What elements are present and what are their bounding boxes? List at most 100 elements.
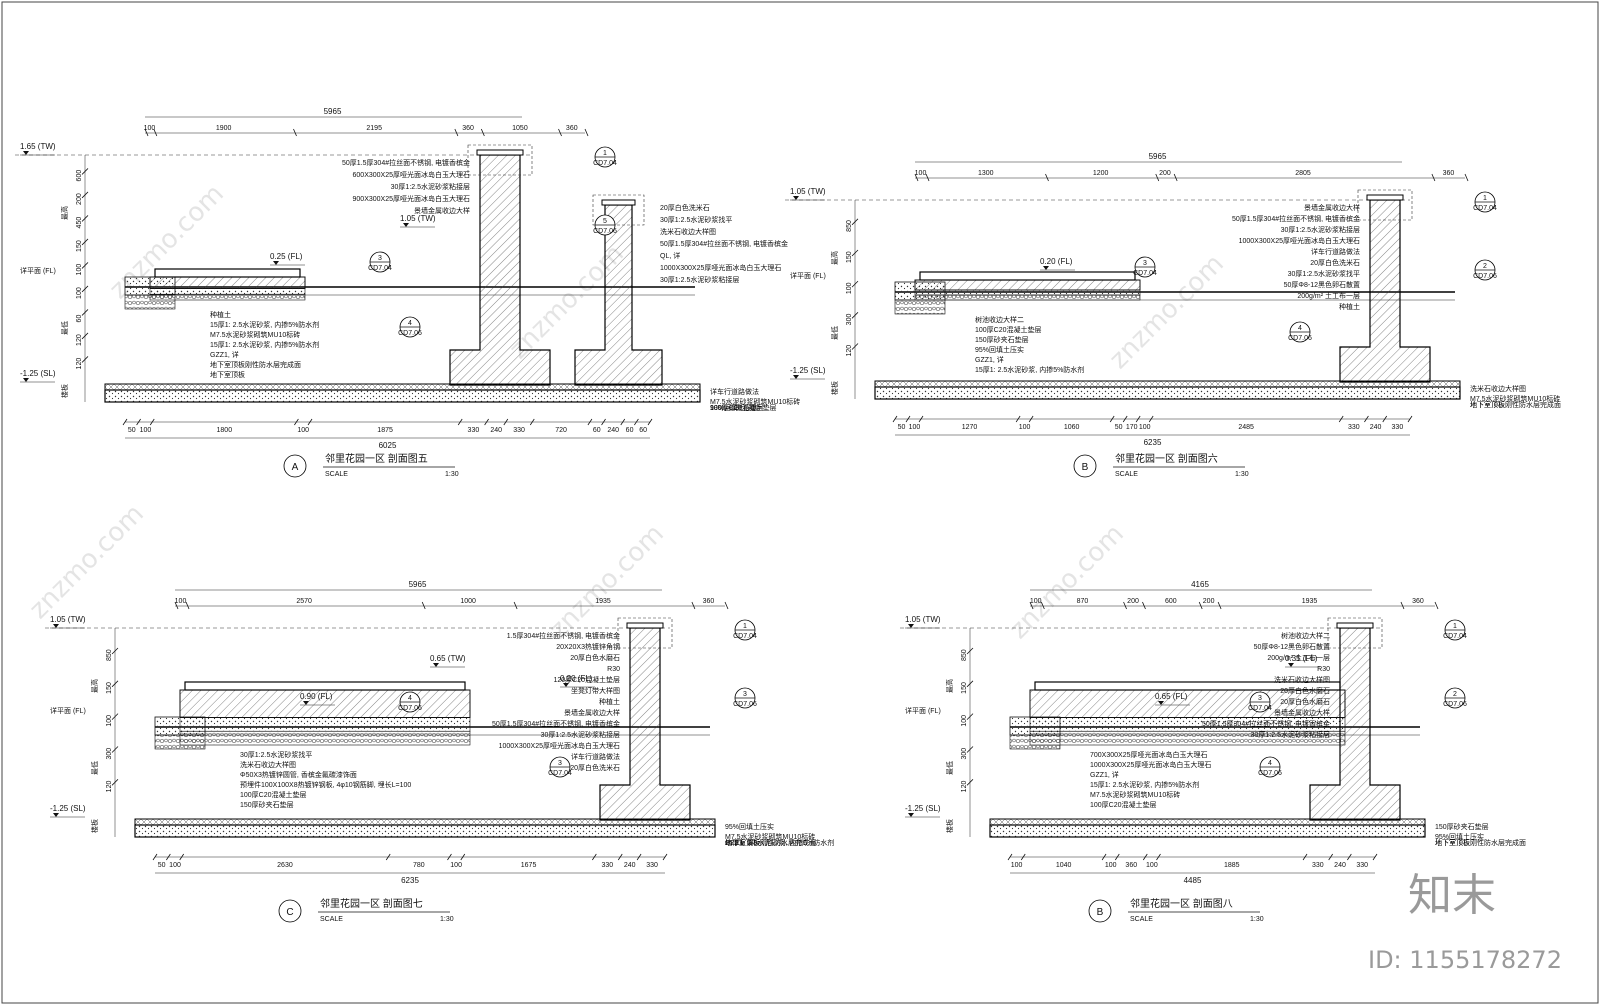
- annotation-note: 120厚C20混凝土垫层: [553, 675, 620, 684]
- section-letter: A: [292, 462, 299, 473]
- dim-tick: [620, 418, 626, 426]
- detail-tag-number: 4: [1268, 760, 1272, 767]
- annotation-note: Φ50X3热镀锌圆管, 香槟金氟碳漆饰面: [240, 770, 357, 779]
- dim-bottom-value: 240: [607, 427, 619, 434]
- annotation-note: 95%回填土压实: [1435, 832, 1484, 841]
- dim-tick: [1155, 173, 1160, 182]
- dim-tick: [81, 168, 89, 175]
- dim-tick: [558, 128, 562, 137]
- side-label: 楼板: [90, 819, 99, 833]
- annotation-note: 种植土: [210, 310, 231, 319]
- detail-tag-sheet: CD7.06: [1443, 701, 1467, 708]
- scale-label: SCALE: [1115, 471, 1138, 478]
- dim-tick: [1020, 853, 1026, 861]
- paving-sand-layer: [149, 288, 306, 295]
- detail-tag-number: 1: [1483, 195, 1487, 202]
- annotation-note: 900X300X25厚哑光面冰岛白玉大理石: [353, 194, 470, 203]
- dim-total-bottom: 6025: [379, 441, 397, 450]
- section-letter-circle: [278, 899, 302, 923]
- annotation-note: 15厚1: 2.5水泥砂浆, 内掺5%防水剂: [725, 838, 834, 847]
- dim-tick: [1198, 601, 1203, 610]
- detail-tag-sheet: CD7.04: [593, 160, 617, 167]
- dim-tick: [293, 128, 297, 137]
- annotation-note: 树池收边大样二: [975, 315, 1024, 324]
- dim-total-bottom: 4485: [1184, 876, 1202, 885]
- annotation-note: 地下室顶板: [1435, 838, 1470, 847]
- dim-bottom-value: 50: [1115, 424, 1123, 431]
- dim-tick: [81, 215, 89, 222]
- annotation-note: 20厚白色洗米石: [660, 203, 710, 212]
- dim-top-value: 360: [566, 125, 578, 132]
- dim-tick: [662, 853, 668, 861]
- side-dim-value: 300: [846, 314, 853, 326]
- dim-bottom-value: 100: [297, 427, 309, 434]
- annotation-note: 50厚1.5厚304#拉丝面不锈钢, 电镀香槟金: [1232, 214, 1360, 223]
- elevation-label: 0.65 (TW): [430, 654, 466, 663]
- annotation-note: 15厚1: 2.5水泥砂浆, 内掺5%防水剂: [210, 340, 319, 349]
- retaining-wall-cap: [476, 149, 524, 156]
- scale-label: SCALE: [320, 916, 343, 923]
- dim-bottom-value: 1800: [217, 427, 233, 434]
- dim-tick: [966, 746, 974, 753]
- dim-tick: [447, 853, 452, 861]
- annotation-note: 地下室顶板: [725, 838, 760, 847]
- dim-tick: [851, 249, 859, 257]
- dim-tick: [111, 713, 119, 720]
- dim-bottom-value: 360: [1125, 862, 1137, 869]
- annotation-note: 坐凳灯带大样图: [571, 686, 620, 695]
- detail-tag-number: 2: [1453, 691, 1457, 698]
- dim-top-value: 100: [915, 170, 927, 177]
- dim-top-value: 200: [1159, 170, 1171, 177]
- dim-bottom-value: 100: [1139, 424, 1151, 431]
- annotation-note: 地下室顶板: [1470, 400, 1505, 409]
- annotation-note: 100厚砂夹石垫层: [710, 403, 764, 412]
- paving-finish: [154, 268, 301, 278]
- side-label: 楼板: [60, 384, 69, 398]
- dim-tick: [691, 601, 696, 610]
- dim-total-bottom: 6235: [401, 876, 419, 885]
- scale-label: SCALE: [325, 471, 348, 478]
- dim-tick: [484, 418, 489, 426]
- dim-bottom-value: 60: [639, 427, 647, 434]
- detail-tag-number: 1: [1453, 623, 1457, 630]
- dim-bottom-value: 1060: [1064, 424, 1080, 431]
- paving-sand-layer: [914, 289, 1141, 296]
- dim-bottom-value: 2630: [277, 862, 293, 869]
- dim-top-value: 600: [1165, 598, 1177, 605]
- elevation-triangle: [1288, 663, 1294, 667]
- side-dim-value: 120: [846, 345, 853, 357]
- road-gravel: [894, 299, 946, 315]
- annotation-note: 95%回填土压实: [975, 345, 1024, 354]
- annotation-note: 15厚1: 2.5水泥砂浆, 内掺5%防水剂: [210, 320, 319, 329]
- side-dim-value: 200: [76, 193, 83, 205]
- annotation-note: M7.5水泥砂浆砌筑MU10标砖: [710, 397, 800, 406]
- annotation-note: 详车行道路做法: [1311, 247, 1360, 256]
- retaining-wall-cap: [1366, 194, 1404, 201]
- drawing-id: ID: 1155178272: [1368, 946, 1562, 974]
- side-dim-value: 120: [961, 781, 968, 793]
- detail-tag-sheet: CD7.04: [1473, 205, 1497, 212]
- elevation-triangle: [273, 261, 279, 265]
- watermark-text: znzmo.com: [1104, 249, 1230, 375]
- dim-tick: [1407, 415, 1413, 423]
- dim-tick: [851, 343, 859, 350]
- annotation-note: 地下室顶板: [210, 370, 245, 379]
- annotation-note: 30厚1:2.5水泥砂浆粘接层: [391, 182, 470, 191]
- dim-tick: [454, 128, 459, 137]
- annotation-note: 洗米石收边大样图: [240, 760, 296, 769]
- dim-tick: [81, 285, 89, 293]
- side-label: 最低: [90, 761, 99, 775]
- dim-tick: [460, 853, 466, 861]
- annotation-note: R30: [1317, 666, 1330, 673]
- dim-tick: [1431, 173, 1436, 182]
- elevation-triangle: [793, 196, 799, 200]
- dim-top-value: 200: [1127, 598, 1139, 605]
- dim-bottom-value: 100: [909, 424, 921, 431]
- dim-tick: [111, 680, 119, 688]
- annotation-note: 100厚C20混凝土垫层: [240, 790, 307, 799]
- detail-tag-sheet: CD7.04: [733, 633, 757, 640]
- annotation-note: 100厚C20混凝土垫层: [975, 325, 1042, 334]
